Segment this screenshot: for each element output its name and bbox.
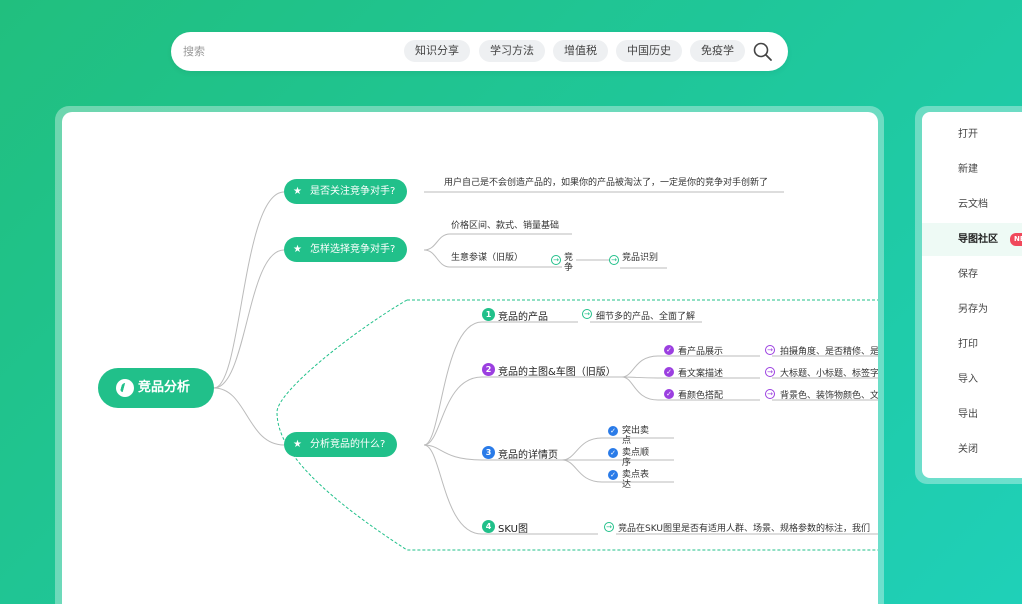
item-product[interactable]: 竞品的产品	[498, 312, 548, 323]
branch-care-competitors[interactable]: ★ 是否关注竞争对手?	[284, 179, 408, 204]
item-detail-page[interactable]: 竞品的详情页	[498, 450, 558, 461]
branch2-compete[interactable]: 竞争	[564, 253, 574, 273]
item2-sub-display[interactable]: 看产品展示	[678, 347, 724, 357]
item3-sub-expression[interactable]: 卖点表达	[622, 470, 650, 490]
item-sku-image[interactable]: SKU图	[498, 524, 528, 535]
search-chip-history[interactable]: 中国历史	[616, 40, 682, 62]
menu-item-import[interactable]: 导入	[958, 374, 978, 385]
arrow-right-icon: →	[604, 522, 614, 532]
root-logo-icon	[116, 379, 134, 397]
arrow-right-icon: →	[551, 255, 561, 265]
search-icon[interactable]	[752, 41, 774, 63]
menu-item-community[interactable]: 导图社区 NEW	[922, 223, 1022, 256]
item2-sub-copy[interactable]: 看文案描述	[678, 369, 724, 379]
star-icon: ★	[293, 244, 302, 255]
branch-label: 怎样选择竞争对手?	[310, 244, 396, 255]
menu-item-cloud-docs[interactable]: 云文档	[958, 199, 988, 210]
menu-item-export[interactable]: 导出	[958, 409, 978, 420]
number-4-icon: 4	[482, 520, 495, 533]
file-menu: 打开 新建 云文档 导图社区 NEW 保存 另存为 打印 导入 导出 关闭	[922, 112, 1022, 478]
search-chip-knowledge[interactable]: 知识分享	[404, 40, 470, 62]
root-topic-label: 竞品分析	[138, 380, 191, 395]
menu-item-open[interactable]: 打开	[958, 129, 978, 140]
mindmap-connectors	[213, 191, 878, 551]
mindmap-canvas[interactable]: 竞品分析 ★ 是否关注竞争对手? 用户自己是不会创造产品的，如果你的产品被淘汰了…	[62, 112, 878, 604]
item-product-note[interactable]: 细节多的产品、全面了解	[596, 312, 696, 322]
branch-choose-competitors[interactable]: ★ 怎样选择竞争对手?	[284, 237, 408, 262]
item3-sub-order[interactable]: 卖点顺序	[622, 448, 650, 468]
new-badge: NEW	[1010, 233, 1022, 246]
branch2-note-tool[interactable]: 生意参谋（旧版）	[451, 253, 524, 263]
star-icon: ★	[293, 439, 302, 450]
check-icon: ✓	[664, 389, 674, 399]
item-main-image[interactable]: 竞品的主图&车图（旧版）	[498, 367, 616, 378]
menu-item-new[interactable]: 新建	[958, 164, 978, 175]
branch-analyze-what[interactable]: ★ 分析竞品的什么?	[284, 432, 398, 457]
branch2-note-price[interactable]: 价格区间、款式、销量基础	[451, 221, 560, 231]
number-1-icon: 1	[482, 308, 495, 321]
search-chip-vat[interactable]: 增值税	[553, 40, 608, 62]
menu-item-save-as[interactable]: 另存为	[958, 304, 988, 315]
branch-label: 分析竞品的什么?	[310, 439, 386, 450]
item2-sub-color[interactable]: 看颜色搭配	[678, 391, 724, 401]
item3-sub-highlight[interactable]: 突出卖点	[622, 426, 650, 446]
search-chip-study[interactable]: 学习方法	[479, 40, 545, 62]
menu-item-save[interactable]: 保存	[958, 269, 978, 280]
item2-sub-copy-note[interactable]: 大标题、小标题、标签字	[780, 369, 878, 379]
item2-sub-display-note[interactable]: 拍摄角度、是否精修、是	[780, 347, 878, 357]
arrow-right-icon: →	[582, 309, 592, 319]
branch-label: 是否关注竞争对手?	[310, 186, 396, 197]
branch1-note[interactable]: 用户自己是不会创造产品的，如果你的产品被淘汰了，一定是你的竞争对手创新了	[444, 178, 769, 188]
menu-item-print[interactable]: 打印	[958, 339, 978, 350]
search-bar[interactable]: 搜索 知识分享 学习方法 增值税 中国历史 免疫学	[171, 32, 788, 71]
root-topic[interactable]: 竞品分析	[98, 368, 214, 408]
check-icon: ✓	[608, 426, 618, 436]
check-icon: ✓	[664, 367, 674, 377]
arrow-right-icon: →	[765, 367, 775, 377]
number-2-icon: 2	[482, 363, 495, 376]
number-3-icon: 3	[482, 446, 495, 459]
check-icon: ✓	[608, 470, 618, 480]
arrow-right-icon: →	[765, 345, 775, 355]
check-icon: ✓	[664, 345, 674, 355]
star-icon: ★	[293, 186, 302, 197]
branch2-identify[interactable]: 竞品识别	[622, 253, 659, 263]
search-chip-immunology[interactable]: 免疫学	[690, 40, 745, 62]
search-input[interactable]: 搜索	[183, 45, 205, 58]
arrow-right-icon: →	[765, 389, 775, 399]
menu-item-close[interactable]: 关闭	[958, 444, 978, 455]
arrow-right-icon: →	[609, 255, 619, 265]
item-sku-note[interactable]: 竞品在SKU图里是否有适用人群、场景、规格参数的标注，我们	[618, 524, 870, 534]
check-icon: ✓	[608, 448, 618, 458]
menu-item-label: 导图社区	[958, 234, 998, 245]
item2-sub-color-note[interactable]: 背景色、装饰物颜色、文	[780, 391, 878, 401]
